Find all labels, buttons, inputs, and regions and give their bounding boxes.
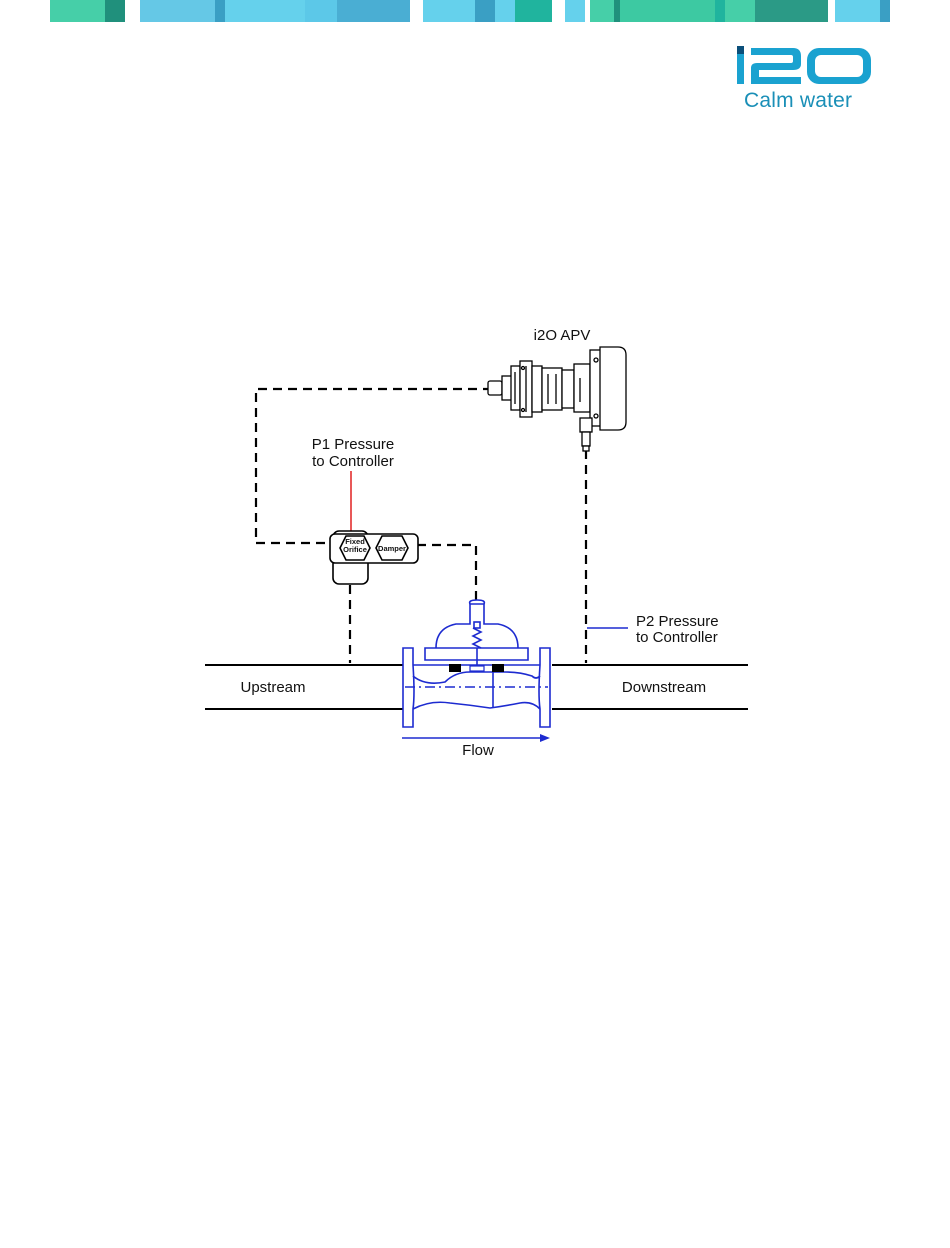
upstream-label: Upstream: [240, 679, 305, 696]
control-tubing: [256, 389, 586, 663]
apv-controller: [488, 347, 626, 451]
flow-label: Flow: [462, 742, 494, 759]
flow-arrow: [402, 734, 550, 742]
damper-label: Damper: [378, 544, 406, 553]
fixed-orifice-damper-block: [330, 531, 418, 584]
fixed-orifice-label-2: Orifice: [343, 545, 367, 554]
p2-label-line1: P2 Pressure: [636, 613, 719, 630]
downstream-label: Downstream: [622, 679, 706, 696]
p2-label-line2: to Controller: [636, 629, 718, 646]
main-valve: [403, 600, 550, 727]
p1-label-line1: P1 Pressure: [312, 436, 395, 453]
p1-label-line2: to Controller: [312, 453, 394, 470]
apv-label: i2O APV: [534, 327, 591, 344]
